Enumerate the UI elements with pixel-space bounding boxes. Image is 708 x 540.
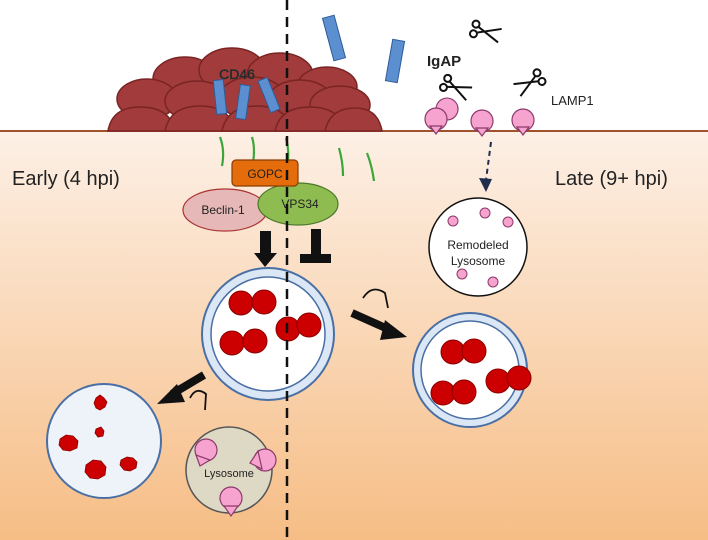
remodeled-label-1: Remodeled: [447, 238, 508, 252]
released-cd46: [321, 14, 406, 84]
autophagosome: [201, 267, 335, 401]
early-label: Early (4 hpi): [12, 168, 120, 190]
late-label: Late (9+ hpi): [555, 168, 668, 190]
transition-arrow-early: [157, 371, 207, 411]
lysosome-label: Lysosome: [204, 468, 254, 480]
cd46-receptors: [212, 76, 281, 121]
transition-arrow-late: [350, 288, 407, 340]
vps34-label: VPS34: [281, 197, 319, 211]
gopc-label: GOPC: [247, 167, 283, 181]
late-autophagosome: [412, 312, 532, 428]
igap-label: IgAP: [427, 53, 461, 70]
gopc-node: [231, 159, 299, 187]
scissors-icon: [438, 19, 547, 101]
activation-arrow: [254, 231, 277, 267]
degradation-compartment: [46, 383, 162, 499]
lamp1-label: LAMP1: [551, 93, 594, 108]
inhibition-bar: [300, 229, 331, 263]
remodeled-label-2: Lysosome: [451, 254, 506, 268]
surface-lamp1: [424, 97, 535, 136]
remodeled-lysosome: Remodeled Lysosome: [428, 197, 528, 297]
lysosome: Lysosome: [185, 426, 277, 518]
cd46-label: CD46: [219, 66, 255, 82]
dashed-arrow: [485, 141, 492, 181]
beclin1-label: Beclin-1: [201, 203, 245, 217]
